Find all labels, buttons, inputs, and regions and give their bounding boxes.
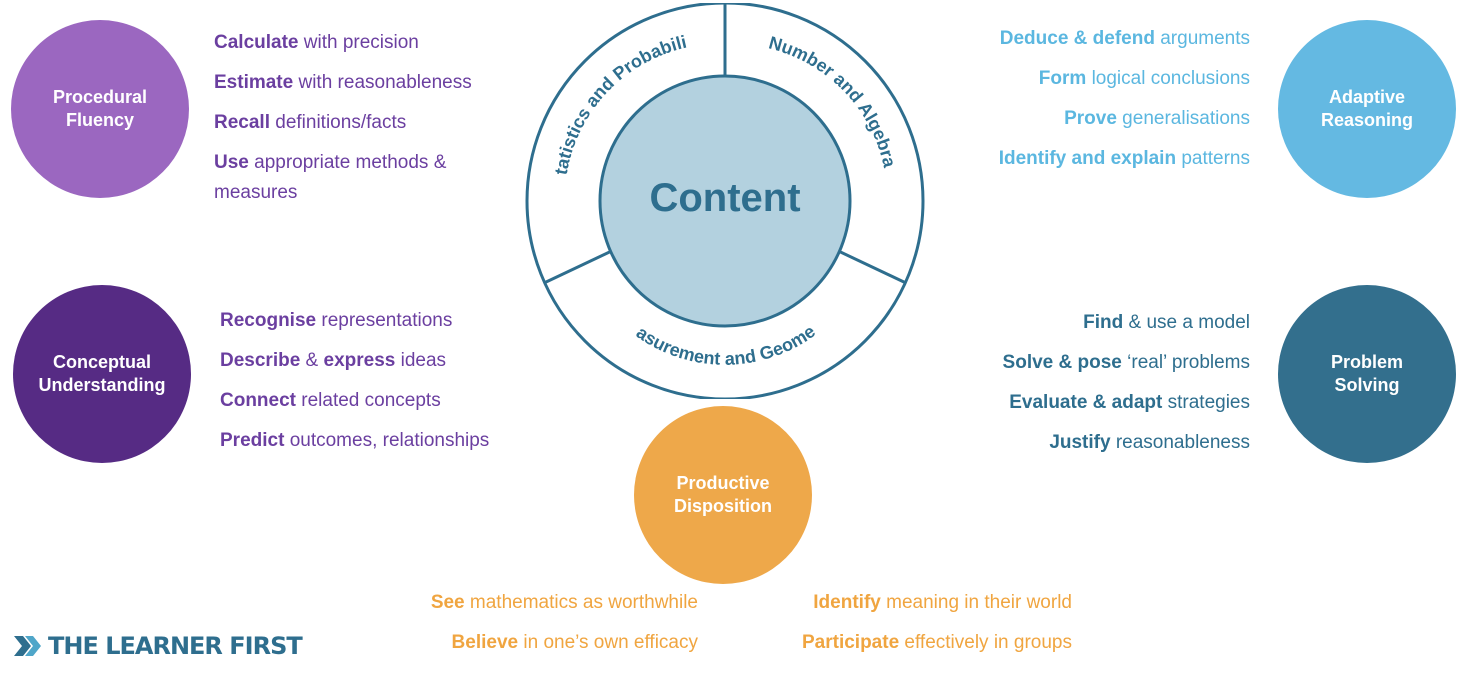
list-item: Participate effectively in groups (801, 632, 1072, 653)
list-item: Believe in one’s own efficacy (451, 632, 698, 653)
adaptive-reasoning-list: Deduce & defend arguments Form logical c… (999, 24, 1250, 174)
list-item: Deduce & defend arguments (999, 28, 1250, 49)
productive-disposition-list-right: Identify meaning in their world Particip… (802, 588, 1072, 658)
list-item: Recognise representations (220, 310, 453, 331)
conceptual-understanding-list: Recognise representations Describe & exp… (220, 306, 489, 456)
procedural-fluency-circle: Procedural Fluency (11, 20, 189, 198)
problem-solving-list: Find & use a model Solve & pose ‘real’ p… (1003, 308, 1250, 458)
list-item: Identify and explain patterns (998, 148, 1250, 169)
list-item: Solve & pose ‘real’ problems (1002, 352, 1250, 373)
list-item: Find & use a model (1083, 312, 1250, 333)
list-item: Prove generalisations (1064, 108, 1250, 129)
productive-disposition-title: Productive Disposition (674, 472, 772, 516)
adaptive-reasoning-circle: Adaptive Reasoning (1278, 20, 1456, 198)
list-item: Estimate with reasonableness (214, 72, 472, 93)
conceptual-understanding-title: Conceptual Understanding (38, 351, 166, 395)
productive-disposition-list-left: See mathematics as worthwhile Believe in… (431, 588, 698, 658)
learner-first-logo: THE LEARNER FIRST (14, 632, 303, 660)
content-core (598, 74, 852, 328)
logo-arrow-icon (14, 636, 41, 656)
list-item: Predict outcomes, relationships (220, 430, 490, 451)
content-diagram: Content Statistics and Probability Numbe… (522, 3, 925, 399)
list-item: Justify reasonableness (1049, 432, 1250, 453)
conceptual-understanding-circle: Conceptual Understanding (13, 285, 191, 463)
segment-divider-left (543, 246, 619, 285)
list-item: Calculate with precision (214, 32, 419, 53)
list-item: Describe & express ideas (220, 350, 447, 371)
list-item: Use appropriate methods & measures (214, 152, 447, 203)
list-item: Evaluate & adapt strategies (1009, 392, 1250, 413)
productive-disposition-circle: Productive Disposition (634, 406, 812, 584)
procedural-fluency-list: Calculate with precision Estimate with r… (214, 28, 472, 208)
content-label: Content (649, 176, 800, 220)
list-item: See mathematics as worthwhile (430, 592, 698, 613)
list-item: Recall definitions/facts (214, 112, 407, 133)
procedural-fluency-title: Procedural Fluency (52, 86, 148, 130)
adaptive-reasoning-title: Adaptive Reasoning (1320, 86, 1413, 130)
list-item: Connect related concepts (220, 390, 441, 411)
list-item: Identify meaning in their world (813, 592, 1072, 613)
problem-solving-title: Problem Solving (1330, 351, 1404, 395)
problem-solving-circle: Problem Solving (1278, 285, 1456, 463)
segment-divider-right (831, 246, 907, 285)
logo-text: THE LEARNER FIRST (48, 632, 303, 660)
list-item: Form logical conclusions (1038, 68, 1250, 89)
